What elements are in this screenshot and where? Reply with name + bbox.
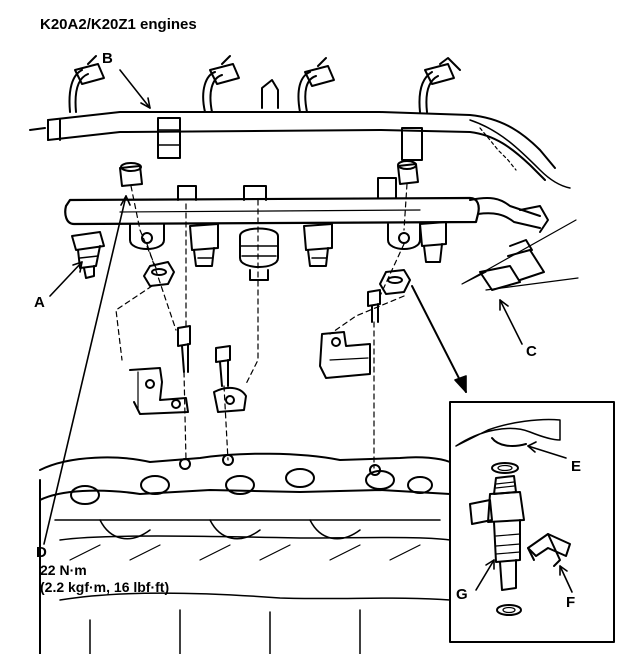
alignment-dashed-lines — [115, 183, 408, 469]
fuel-injectors — [71, 221, 447, 281]
callout-f: F — [566, 594, 576, 611]
callout-e: E — [571, 458, 582, 475]
torque-spec-nm: 22 N·m — [40, 562, 87, 578]
callout-a: A — [34, 294, 45, 311]
leader-lines — [43, 69, 573, 593]
diagram-title: K20A2/K20Z1 engines — [40, 16, 197, 33]
harness-assembly — [29, 55, 571, 189]
callout-g: G — [456, 586, 468, 603]
callout-b: B — [102, 50, 113, 67]
cylinder-head — [39, 452, 451, 654]
injector-connector — [74, 55, 461, 87]
connector-c — [461, 219, 579, 291]
fuel-rail — [64, 177, 549, 250]
callout-c: C — [526, 343, 537, 360]
harness-clamp-b — [157, 117, 423, 161]
mounting-nuts — [119, 160, 419, 295]
callout-d: D — [36, 544, 47, 561]
brackets-and-bolts — [129, 289, 381, 415]
torque-spec: 22 N·m (2.2 kgf·m, 16 lbf·ft) — [40, 562, 169, 596]
torque-spec-imperial: (2.2 kgf·m, 16 lbf·ft) — [40, 579, 170, 595]
injector-detail-inset — [449, 401, 615, 643]
